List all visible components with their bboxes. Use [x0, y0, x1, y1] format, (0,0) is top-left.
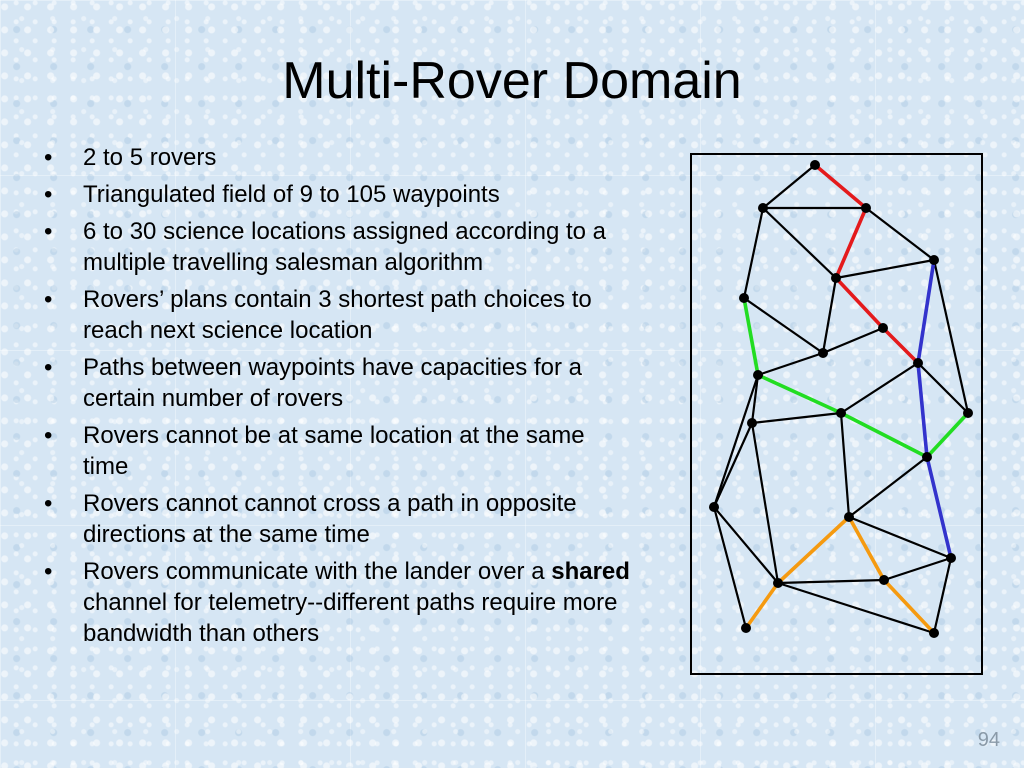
waypoint-node	[878, 323, 888, 333]
waypoint-node	[929, 628, 939, 638]
bullet-item: Rovers communicate with the lander over …	[44, 556, 634, 649]
path-edge	[712, 505, 780, 585]
path-edge	[756, 351, 825, 377]
bullet-item: Rovers cannot be at same location at the…	[44, 420, 634, 482]
rover-route-orange-edge	[776, 515, 851, 585]
path-edge	[932, 258, 970, 415]
bullet-text: Rovers cannot cannot cross a path in opp…	[83, 490, 577, 548]
path-edge	[864, 206, 936, 262]
waypoint-node	[861, 203, 871, 213]
path-edge	[839, 411, 851, 519]
bullet-text: 6 to 30 science locations assigned accor…	[83, 218, 606, 276]
waypoint-node	[831, 273, 841, 283]
rover-route-red-edge	[881, 326, 920, 365]
path-edge	[821, 326, 885, 355]
bullet-list: 2 to 5 rovers Triangulated field of 9 to…	[44, 142, 634, 655]
rover-route-orange-edge	[847, 515, 886, 582]
rover-route-blue-edge	[925, 455, 953, 560]
waypoint-node	[747, 418, 757, 428]
page-number: 94	[977, 729, 1000, 751]
rover-route-green-edge	[756, 373, 843, 415]
path-edge	[776, 581, 936, 635]
path-edge	[916, 361, 970, 415]
bullet-item: Paths between waypoints have capacities …	[44, 352, 634, 414]
rover-route-red-edge	[813, 163, 868, 210]
route-group	[742, 163, 970, 635]
bullet-text: 2 to 5 rovers	[83, 144, 217, 171]
path-edge	[834, 258, 936, 280]
waypoint-group	[709, 160, 973, 638]
path-edge	[821, 276, 838, 355]
rover-route-green-edge	[925, 411, 970, 459]
waypoint-node	[773, 578, 783, 588]
rover-route-green-edge	[839, 411, 929, 459]
waypoint-node	[810, 160, 820, 170]
rover-route-orange-edge	[882, 578, 936, 635]
path-edge	[839, 361, 920, 415]
waypoint-node	[741, 623, 751, 633]
waypoint-node	[709, 502, 719, 512]
path-edge	[712, 373, 760, 509]
bullet-item: Triangulated field of 9 to 105 waypoints	[44, 179, 634, 210]
bullet-text-after: channel for telemetry--different paths r…	[83, 589, 618, 647]
path-edge	[742, 206, 765, 300]
path-edge	[750, 421, 780, 585]
bullet-item: 6 to 30 science locations assigned accor…	[44, 216, 634, 278]
path-edge	[776, 578, 886, 585]
waypoint-node	[836, 408, 846, 418]
waypoint-node	[922, 452, 932, 462]
bullet-text: Rovers cannot be at same location at the…	[83, 422, 585, 480]
path-edge	[761, 206, 838, 280]
waypoint-node	[739, 293, 749, 303]
bullet-item: 2 to 5 rovers	[44, 142, 634, 173]
bullet-item: Rovers cannot cannot cross a path in opp…	[44, 488, 634, 550]
waypoint-node	[946, 553, 956, 563]
waypoint-node	[753, 370, 763, 380]
path-edge	[742, 296, 825, 355]
path-edge	[761, 163, 817, 210]
path-edge	[882, 556, 953, 582]
bullet-text: Paths between waypoints have capacities …	[83, 354, 582, 412]
path-edge	[712, 505, 748, 630]
path-edge	[750, 411, 843, 425]
path-edge	[847, 515, 953, 560]
rover-route-red-edge	[834, 206, 868, 280]
rover-route-blue-edge	[916, 361, 929, 459]
path-edge	[847, 455, 929, 519]
bullet-item: Rovers’ plans contain 3 shortest path ch…	[44, 284, 634, 346]
path-edge	[750, 373, 760, 425]
bullet-bold-text: shared	[551, 558, 630, 585]
bullet-text-before: Rovers communicate with the lander over …	[83, 558, 552, 585]
path-edge	[932, 556, 953, 635]
waypoint-node	[758, 203, 768, 213]
waypoint-node	[963, 408, 973, 418]
waypoint-node	[879, 575, 889, 585]
slide-title: Multi-Rover Domain	[282, 52, 742, 110]
waypoint-node	[818, 348, 828, 358]
rover-route-blue-edge	[916, 258, 936, 365]
edge-group	[712, 163, 970, 635]
bullet-text: Rovers’ plans contain 3 shortest path ch…	[83, 286, 592, 344]
path-edge	[712, 421, 754, 509]
rover-route-orange-edge	[744, 581, 780, 630]
rover-route-green-edge	[742, 296, 760, 377]
waypoint-node	[913, 358, 923, 368]
waypoint-node	[929, 255, 939, 265]
waypoint-graph-diagram	[690, 153, 983, 675]
waypoint-node	[844, 512, 854, 522]
diagram-frame	[690, 153, 983, 675]
bullet-text: Triangulated field of 9 to 105 waypoints	[83, 181, 500, 208]
rover-route-red-edge	[834, 276, 885, 330]
